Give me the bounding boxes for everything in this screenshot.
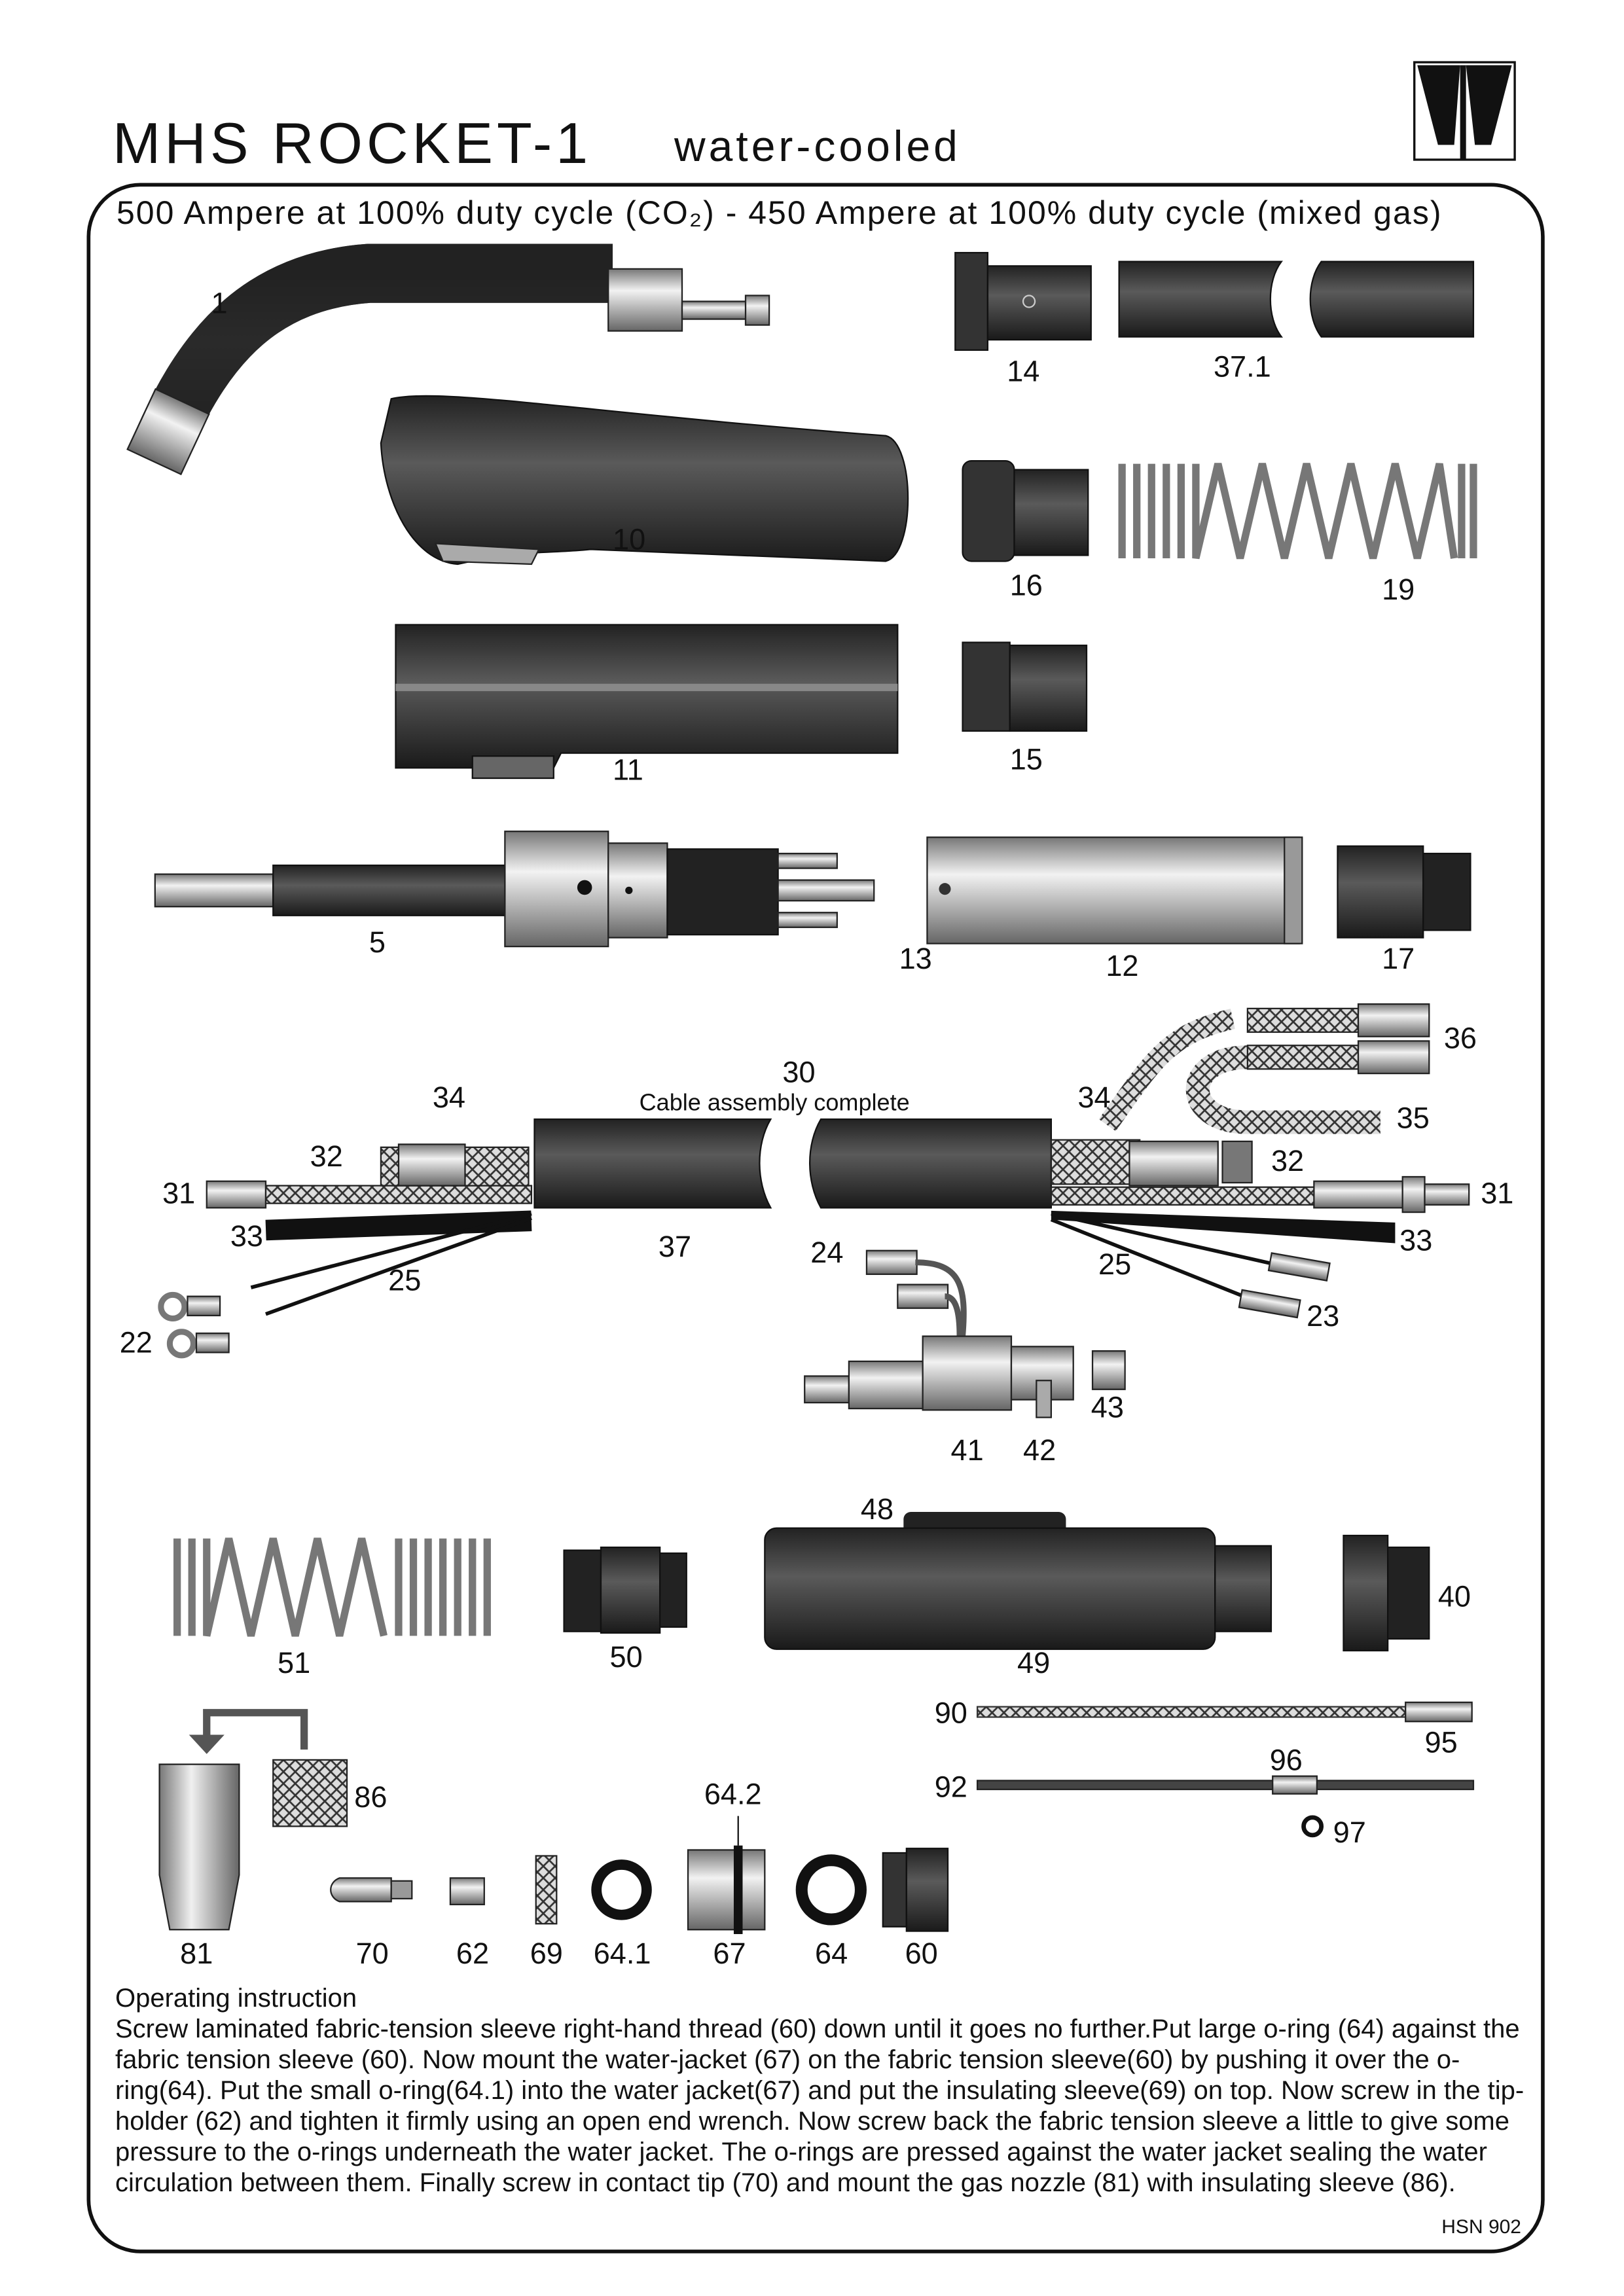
label-17: 17: [1382, 942, 1415, 975]
part-64-o-ring: [795, 1854, 867, 1926]
content-frame: [86, 183, 1545, 2253]
label-41: 41: [951, 1433, 984, 1467]
page-subtitle: water-cooled: [674, 122, 961, 170]
part-1-swan-neck: [126, 243, 770, 476]
label-33: 33: [1399, 1224, 1432, 1257]
brand-logo-icon: [1413, 61, 1516, 161]
label-31: 31: [162, 1177, 195, 1210]
part-5-neck-assembly: [154, 831, 875, 948]
part-86-insulating-sleeve: [272, 1759, 348, 1827]
part-30-cable-assembly: [158, 1003, 1470, 1359]
arrow-head-icon: [189, 1734, 225, 1754]
part-90-liner: [976, 1701, 1473, 1723]
label-11: 11: [613, 753, 643, 786]
part-92-liner: [976, 1775, 1475, 1838]
part-37-1-hose: [1118, 260, 1475, 338]
label-15: 15: [1010, 742, 1043, 776]
label-62: 62: [456, 1937, 489, 1970]
label-50: 50: [610, 1640, 643, 1674]
page-title: MHS ROCKET-1: [113, 111, 592, 175]
label-48: 48: [861, 1492, 893, 1526]
part-50: [563, 1546, 687, 1634]
label-81: 81: [180, 1937, 213, 1970]
part-12-tube: [926, 836, 1303, 944]
label-43: 43: [1091, 1391, 1124, 1424]
label-16: 16: [1010, 568, 1043, 601]
label-37: 37: [659, 1230, 691, 1263]
label-96: 96: [1270, 1744, 1303, 1777]
label-60: 60: [905, 1937, 938, 1970]
label-64-1: 64.1: [594, 1937, 651, 1970]
part-70-contact-tip: [330, 1877, 392, 1903]
label-36: 36: [1444, 1022, 1477, 1055]
part-60-fabric-tension-sleeve: [882, 1848, 949, 1932]
part-10-handle: [380, 395, 909, 565]
part-64-1-o-ring: [591, 1859, 652, 1920]
part-70-thread: [390, 1880, 413, 1900]
operating-instructions: Operating instruction Screw laminated fa…: [115, 1983, 1529, 2198]
label-25: 25: [1098, 1247, 1131, 1281]
label-64: 64: [815, 1937, 848, 1970]
label-19: 19: [1382, 573, 1415, 606]
label-33: 33: [230, 1219, 263, 1253]
label-25: 25: [388, 1264, 421, 1297]
label-42: 42: [1023, 1433, 1056, 1467]
label-34: 34: [433, 1081, 465, 1114]
label-49: 49: [1017, 1646, 1050, 1679]
label-10: 10: [613, 522, 645, 556]
part-14: [954, 251, 1092, 351]
label-5: 5: [369, 925, 386, 959]
label-22: 22: [120, 1325, 153, 1359]
label-86: 86: [354, 1780, 387, 1814]
part-41-adapter: [804, 1249, 1126, 1418]
label-64-2: 64.2: [704, 1778, 762, 1811]
label-34: 34: [1077, 1081, 1110, 1114]
part-49-handle-body: [764, 1511, 1272, 1650]
label-32: 32: [1271, 1144, 1304, 1177]
part-16: [962, 459, 1089, 562]
label-97: 97: [1333, 1816, 1366, 1849]
label-13: 13: [899, 942, 932, 975]
label-12: 12: [1106, 949, 1138, 982]
label-23: 23: [1307, 1299, 1339, 1333]
part-11-handle-shell: [395, 624, 899, 780]
label-35: 35: [1397, 1102, 1430, 1135]
label-69: 69: [530, 1937, 563, 1970]
part-62-tip-holder: [449, 1877, 485, 1906]
label-31: 31: [1481, 1177, 1513, 1210]
part-67-water-jacket: [687, 1816, 766, 1935]
part-19-spring: [1118, 463, 1477, 560]
label-32: 32: [310, 1139, 343, 1173]
label-70: 70: [356, 1937, 389, 1970]
label-1: 1: [211, 287, 228, 320]
part-15: [962, 641, 1088, 732]
label-51: 51: [278, 1646, 310, 1679]
label-14: 14: [1007, 354, 1039, 387]
label-30: 30: [782, 1056, 815, 1089]
arrow-icon: [203, 1709, 308, 1750]
part-81-gas-nozzle: [158, 1763, 240, 1931]
cable-assembly-caption: Cable assembly complete: [640, 1088, 910, 1115]
label-90: 90: [935, 1696, 967, 1729]
label-37-1: 37.1: [1214, 350, 1271, 384]
label-67: 67: [713, 1937, 746, 1970]
instructions-heading: Operating instruction: [115, 1984, 357, 2013]
part-40-nut: [1343, 1534, 1430, 1652]
label-92: 92: [935, 1770, 967, 1803]
instructions-body: Screw laminated fabric-tension sleeve ri…: [115, 2015, 1525, 2197]
part-17: [1337, 845, 1471, 939]
label-40: 40: [1438, 1579, 1471, 1613]
document-code: HSN 902: [1441, 2216, 1521, 2238]
label-95: 95: [1425, 1726, 1458, 1759]
label-24: 24: [810, 1236, 843, 1269]
part-69-insulating-sleeve: [535, 1855, 558, 1925]
part-51-spring: [173, 1537, 491, 1637]
rating-line: 500 Ampere at 100% duty cycle (CO₂) - 45…: [117, 194, 1443, 231]
